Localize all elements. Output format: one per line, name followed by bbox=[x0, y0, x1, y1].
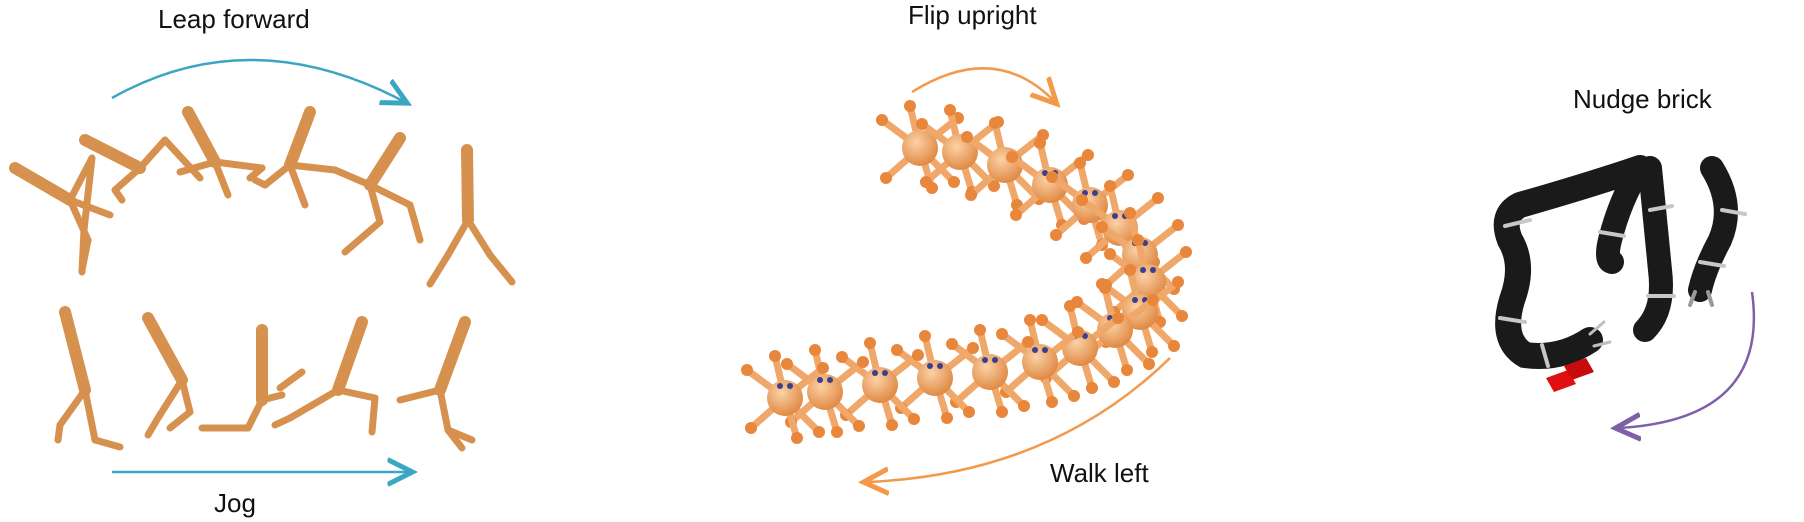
leap-forward-arrow bbox=[111, 58, 405, 102]
ant-panel bbox=[741, 67, 1192, 482]
ant-frame bbox=[836, 337, 924, 431]
flip-upright-arrow bbox=[911, 67, 1055, 102]
robot-arm-frames bbox=[1493, 155, 1747, 369]
jog-label: Jog bbox=[214, 488, 256, 518]
red-brick bbox=[1546, 358, 1594, 392]
ant-frame bbox=[946, 324, 1034, 418]
walk-left-arrow bbox=[866, 357, 1171, 482]
jog-walker-frames bbox=[54, 306, 476, 452]
leap-forward-label: Leap forward bbox=[158, 4, 310, 34]
walk-left-label: Walk left bbox=[1050, 458, 1149, 488]
nudge-brick-arrow bbox=[1618, 291, 1756, 428]
ant-frames bbox=[741, 100, 1192, 444]
ant-frame bbox=[916, 104, 1004, 198]
leap-forward-walker-frames bbox=[9, 106, 516, 288]
robot-panel bbox=[1493, 155, 1756, 428]
nudge-brick-label: Nudge brick bbox=[1573, 84, 1712, 114]
flip-upright-label: Flip upright bbox=[908, 0, 1037, 30]
walker-panel bbox=[9, 58, 516, 472]
ant-frame bbox=[741, 350, 829, 444]
